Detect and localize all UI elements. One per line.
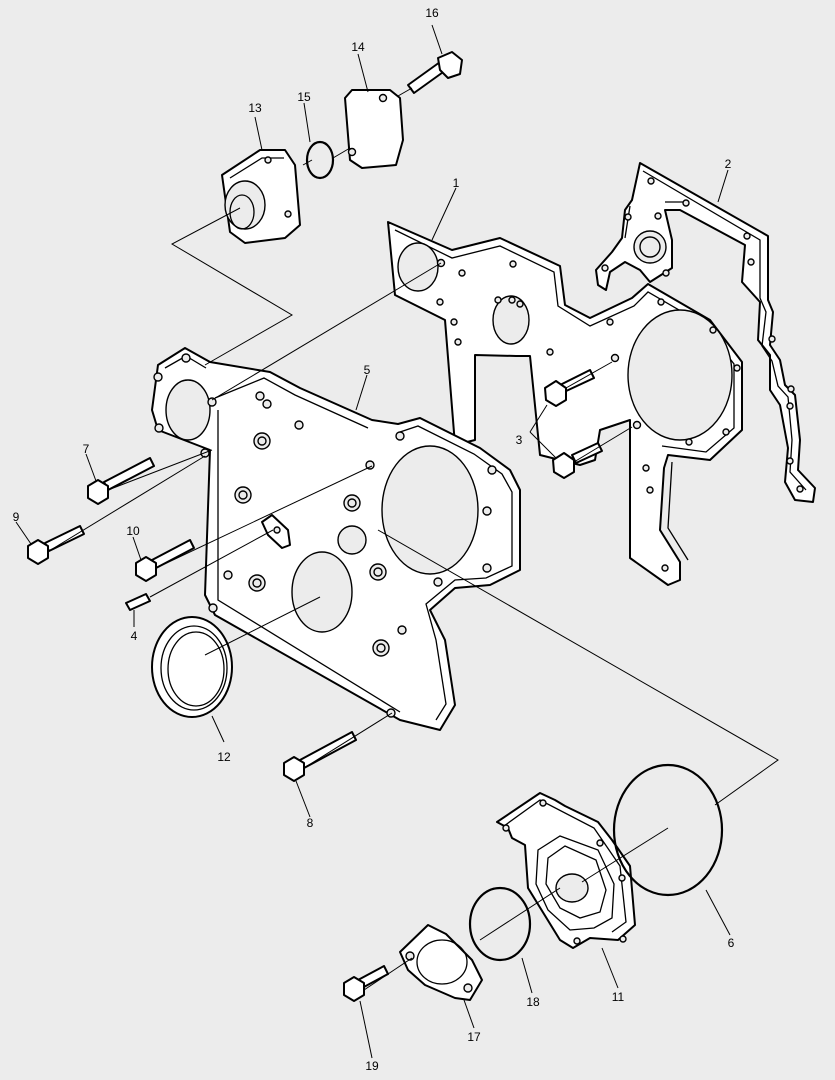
- callout-11: 11: [612, 990, 625, 1004]
- callout-16: 16: [425, 6, 439, 20]
- part-o-ring-18[interactable]: [468, 886, 532, 962]
- part-dowel-4[interactable]: [125, 593, 151, 611]
- part-bracket[interactable]: [261, 514, 291, 549]
- callout-9: 9: [13, 510, 20, 524]
- part-cover-11[interactable]: [496, 792, 636, 949]
- part-housing-5[interactable]: [151, 347, 521, 731]
- part-gasket-2[interactable]: [595, 162, 816, 503]
- part-bolt-3-lower[interactable]: [552, 442, 603, 479]
- callout-15: 15: [297, 90, 311, 104]
- part-o-ring-6[interactable]: [612, 763, 724, 897]
- callout-10: 10: [126, 524, 140, 538]
- callout-13: 13: [248, 101, 262, 115]
- callout-8: 8: [307, 816, 314, 830]
- callout-2: 2: [725, 157, 732, 171]
- callout-5: 5: [364, 363, 371, 377]
- part-plate-1[interactable]: [387, 221, 743, 586]
- callout-4: 4: [131, 629, 138, 643]
- callout-6: 6: [728, 936, 735, 950]
- part-bolt-19[interactable]: [343, 965, 389, 1002]
- part-o-ring-15[interactable]: [305, 140, 335, 180]
- callout-1: 1: [453, 176, 460, 190]
- assembly-lines: [48, 87, 779, 991]
- part-housing-13[interactable]: [221, 149, 301, 244]
- part-seal-12[interactable]: [151, 616, 233, 718]
- callout-17: 17: [467, 1030, 481, 1044]
- callout-18: 18: [526, 995, 540, 1009]
- part-flange-17[interactable]: [399, 924, 483, 1001]
- part-bolt-8[interactable]: [283, 731, 357, 782]
- callout-labels: 1 2 3 4 5 6 7 8 9 10 11 12 13 14 15 16 1…: [13, 6, 735, 1073]
- part-bolt-9[interactable]: [27, 525, 85, 565]
- callout-14: 14: [351, 40, 365, 54]
- callout-19: 19: [365, 1059, 379, 1073]
- callout-3: 3: [516, 433, 523, 447]
- part-bolt-10[interactable]: [135, 539, 195, 582]
- callout-leaders: [15, 24, 731, 1059]
- callout-7: 7: [83, 442, 90, 456]
- part-bolt-16[interactable]: [407, 51, 463, 94]
- callout-12: 12: [217, 750, 231, 764]
- part-cover-14[interactable]: [344, 89, 404, 169]
- part-bolt-7[interactable]: [87, 457, 155, 505]
